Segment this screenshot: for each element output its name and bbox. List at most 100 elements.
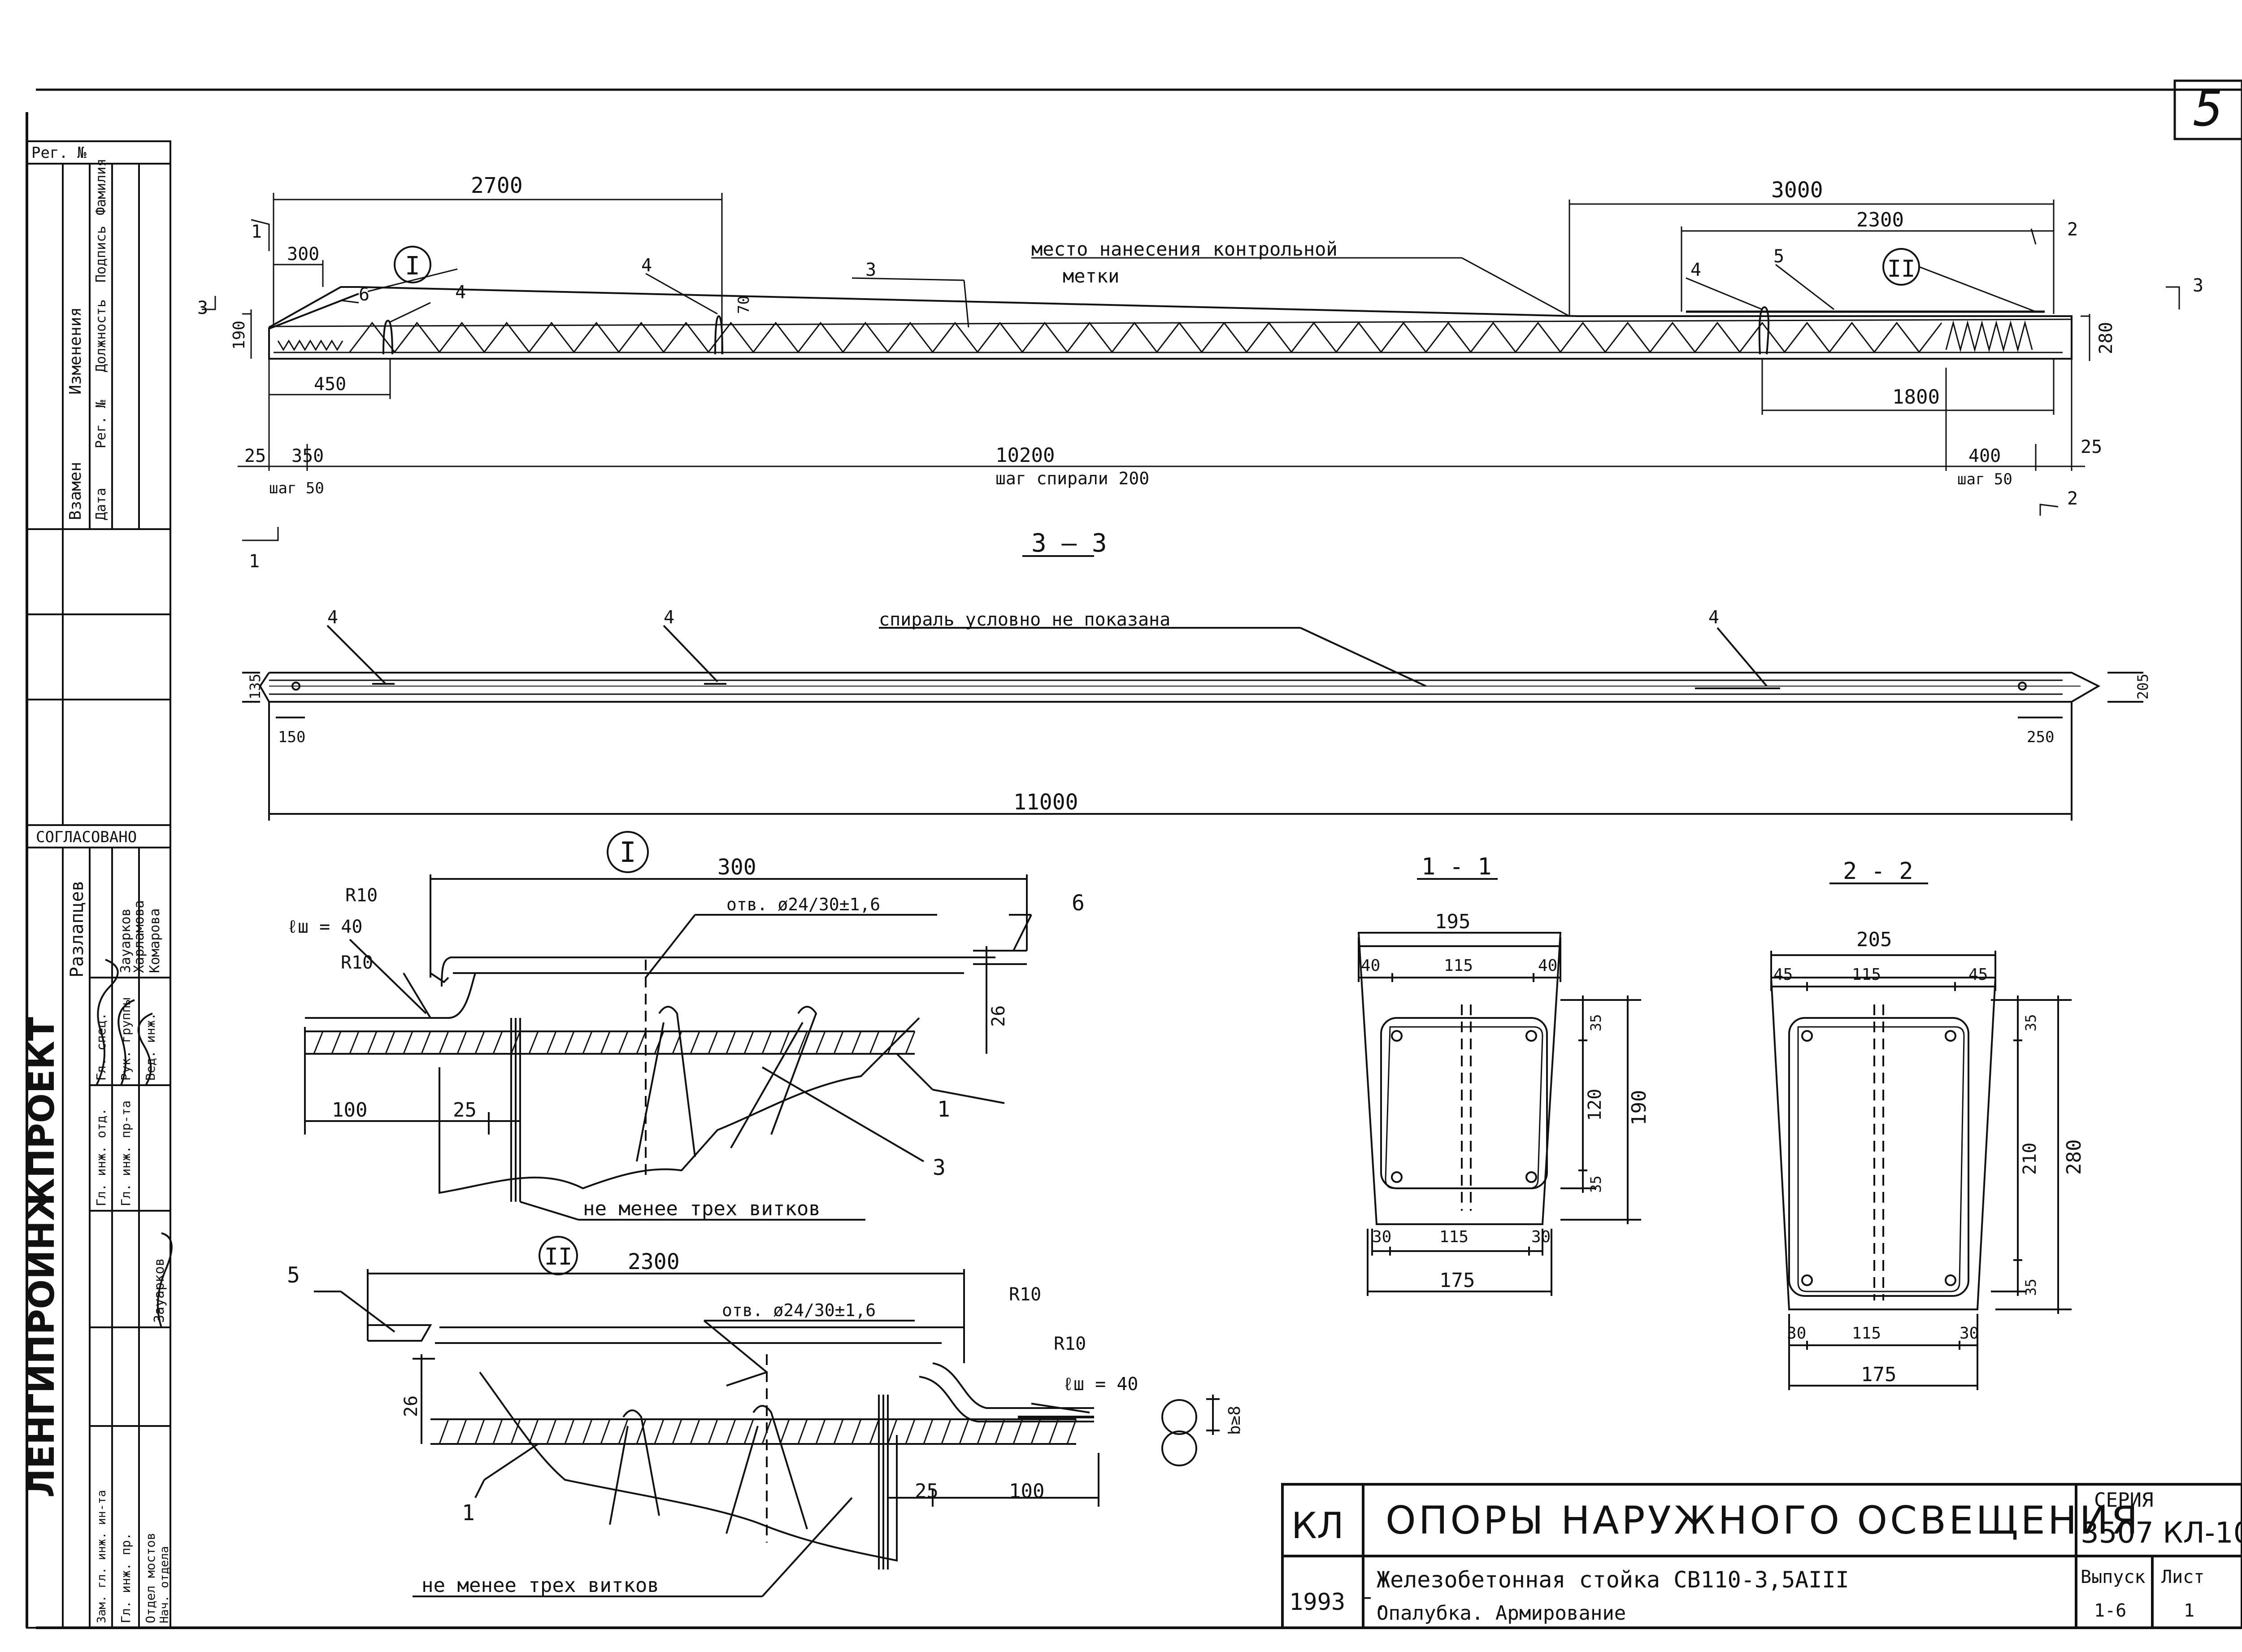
section-3-3 (242, 555, 2143, 821)
section-3-3-dim-11000: 11000 (1013, 790, 1078, 815)
section-2-2-dim-30-b: 30 (1960, 1324, 1979, 1343)
detail-I-lw: ℓш = 40 (287, 917, 363, 937)
section-1-1-dim-190: 190 (1628, 1090, 1651, 1126)
title-code: КЛ (1291, 1505, 1344, 1547)
detail-II-lw: ℓш = 40 (1063, 1374, 1138, 1395)
section-2-2-dim-45-a: 45 (1773, 965, 1793, 984)
stamp-role-6: Зам. гл. инж. ин-та (95, 1490, 109, 1623)
title-year: 1993 г. (1289, 1589, 1387, 1616)
title-issue-label: Выпуск (2081, 1567, 2146, 1587)
section-2-2-dim-115-b: 115 (1852, 1324, 1881, 1343)
section-2-2-dim-115-a: 115 (1852, 965, 1881, 984)
detail-II-r10-b: R10 (1054, 1334, 1086, 1354)
stamp-field-date: Дата (93, 488, 109, 520)
node-II-label: II (1887, 256, 1916, 283)
title-main: ОПОРЫ НАРУЖНОГО ОСВЕЩЕНИЯ (1386, 1498, 2141, 1543)
sheet-number: 5 (2194, 80, 2223, 137)
pos-3-top: 3 (865, 260, 876, 280)
detail-I-dim-26: 26 (988, 1005, 1009, 1027)
section-1-1-dim-115-a: 115 (1444, 956, 1473, 975)
detail-II-dim-100: 100 (1009, 1480, 1044, 1503)
section-3-3-pos4-b: 4 (664, 607, 674, 628)
elevation-dimension-lines (202, 193, 2180, 541)
section-1-1-dim-30-a: 30 (1372, 1228, 1391, 1246)
title-series-label: СЕРИЯ (2094, 1489, 2153, 1512)
detail-I-dim-25: 25 (453, 1099, 477, 1122)
detail-II-dim-2300: 2300 (628, 1249, 680, 1274)
node-II-circle (1882, 248, 1920, 286)
title-block (1281, 1483, 2242, 1629)
stamp-role-2: Гл. инж. пр-та (118, 1100, 133, 1206)
dim-350: 350 (291, 446, 324, 466)
section-2-2-dim-45-b: 45 (1968, 965, 1988, 984)
pos-4-right: 4 (1690, 260, 1701, 280)
detail-I-pos-1: 1 (937, 1097, 950, 1122)
cut-2-top-label: 2 (2067, 219, 2078, 240)
section-3-3-pos4-c: 4 (1708, 607, 1719, 628)
stamp-role-8: Отдел мостов (143, 1533, 158, 1623)
section-2-2-dim-210: 210 (2020, 1143, 2040, 1175)
title-sheet-no: 1 (2184, 1600, 2194, 1621)
title-subtitle: Железобетонная стойка СВ110-3,5АIII (1377, 1567, 1849, 1593)
detail-II-dim-26: 26 (401, 1396, 421, 1417)
detail-II-weld: b≥8 (1225, 1406, 1244, 1435)
pos-4-left-a: 4 (641, 255, 652, 276)
stamp-field-reg: Рег. № (93, 400, 109, 448)
section-2-2-dim-35-a: 35 (2022, 1014, 2039, 1031)
stamp-field-position: Должность (93, 299, 109, 372)
stamp-field-signature: Подпись (93, 226, 109, 283)
section-1-1-dim-115-b: 115 (1439, 1228, 1469, 1246)
stamp-field-name: Фамилия (93, 159, 109, 215)
detail-I-r10-a: R10 (345, 885, 378, 906)
section-3-3-dim-135: 135 (247, 674, 264, 700)
stamp-name-3: Комарова (147, 909, 163, 974)
dim-450: 450 (314, 374, 346, 395)
detail-II-label: II (544, 1243, 573, 1270)
stamp-changes-col-1: Взамен (66, 462, 85, 520)
section-1-1-title: 1 - 1 (1421, 853, 1492, 880)
stamp-signatures (96, 959, 173, 1328)
section-1-1-dim-35-a: 35 (1587, 1014, 1604, 1031)
step-left: шаг 50 (269, 479, 324, 497)
section-3-3-dim-205: 205 (2134, 674, 2151, 700)
step-middle: шаг спирали 200 (995, 469, 1149, 488)
section-2-2-title: 2 - 2 (1843, 858, 1913, 885)
section-3-3-dim-250: 250 (2027, 728, 2054, 746)
dim-280: 280 (2096, 322, 2116, 354)
sheet-number-box: 5 (2173, 79, 2242, 140)
dim-1800: 1800 (1892, 386, 1940, 409)
title-issue: 1-6 (2094, 1600, 2126, 1621)
section-1-1-dim-30-b: 30 (1531, 1228, 1551, 1246)
section-2-2-dim-35-b: 35 (2022, 1278, 2039, 1296)
beam-elevation (268, 286, 2073, 360)
dim-3000: 3000 (1771, 178, 1823, 203)
detail-II-note: не менее трех витков (421, 1574, 659, 1597)
dim-2300: 2300 (1856, 209, 1904, 231)
stamp-name-1: Зауарков (118, 909, 134, 974)
detail-I-hole: отв. ø24/30±1,6 (726, 895, 880, 914)
detail-I-note: не менее трех витков (583, 1197, 821, 1220)
title-series: 3507 КЛ-10 (2081, 1517, 2242, 1550)
dim-25-left: 25 (244, 446, 266, 466)
node-I-circle (394, 246, 431, 283)
dim-25-right: 25 (2081, 437, 2102, 457)
node-marks (394, 246, 1920, 286)
detail-II-pos-1: 1 (462, 1500, 475, 1526)
stamp-changes-col-2: Изменения (66, 307, 85, 395)
section-1-1 (1357, 878, 1641, 1296)
title-subtitle-2: Опалубка. Армирование (1377, 1602, 1626, 1625)
section-1-1-dim-195: 195 (1435, 910, 1470, 933)
dim-300: 300 (287, 244, 319, 265)
step-right: шаг 50 (1957, 470, 2012, 488)
cut-3-left-label: 3 (197, 298, 208, 318)
section-2-2-dim-30-a: 30 (1787, 1324, 1806, 1343)
cut-1-right-label: 1 (249, 551, 260, 572)
dim-2700: 2700 (471, 173, 523, 198)
detail-II-hole: отв. ø24/30±1,6 (722, 1300, 876, 1320)
section-2-2-dim-280: 280 (2063, 1139, 2086, 1175)
section-3-3-pos4-a: 4 (327, 607, 338, 628)
detail-I-pos-6: 6 (1072, 891, 1085, 916)
pos-6-top: 6 (359, 284, 369, 305)
cut-3-right-label: 3 (2193, 275, 2203, 296)
stamp-agreed: СОГЛАСОВАНО (36, 828, 137, 846)
